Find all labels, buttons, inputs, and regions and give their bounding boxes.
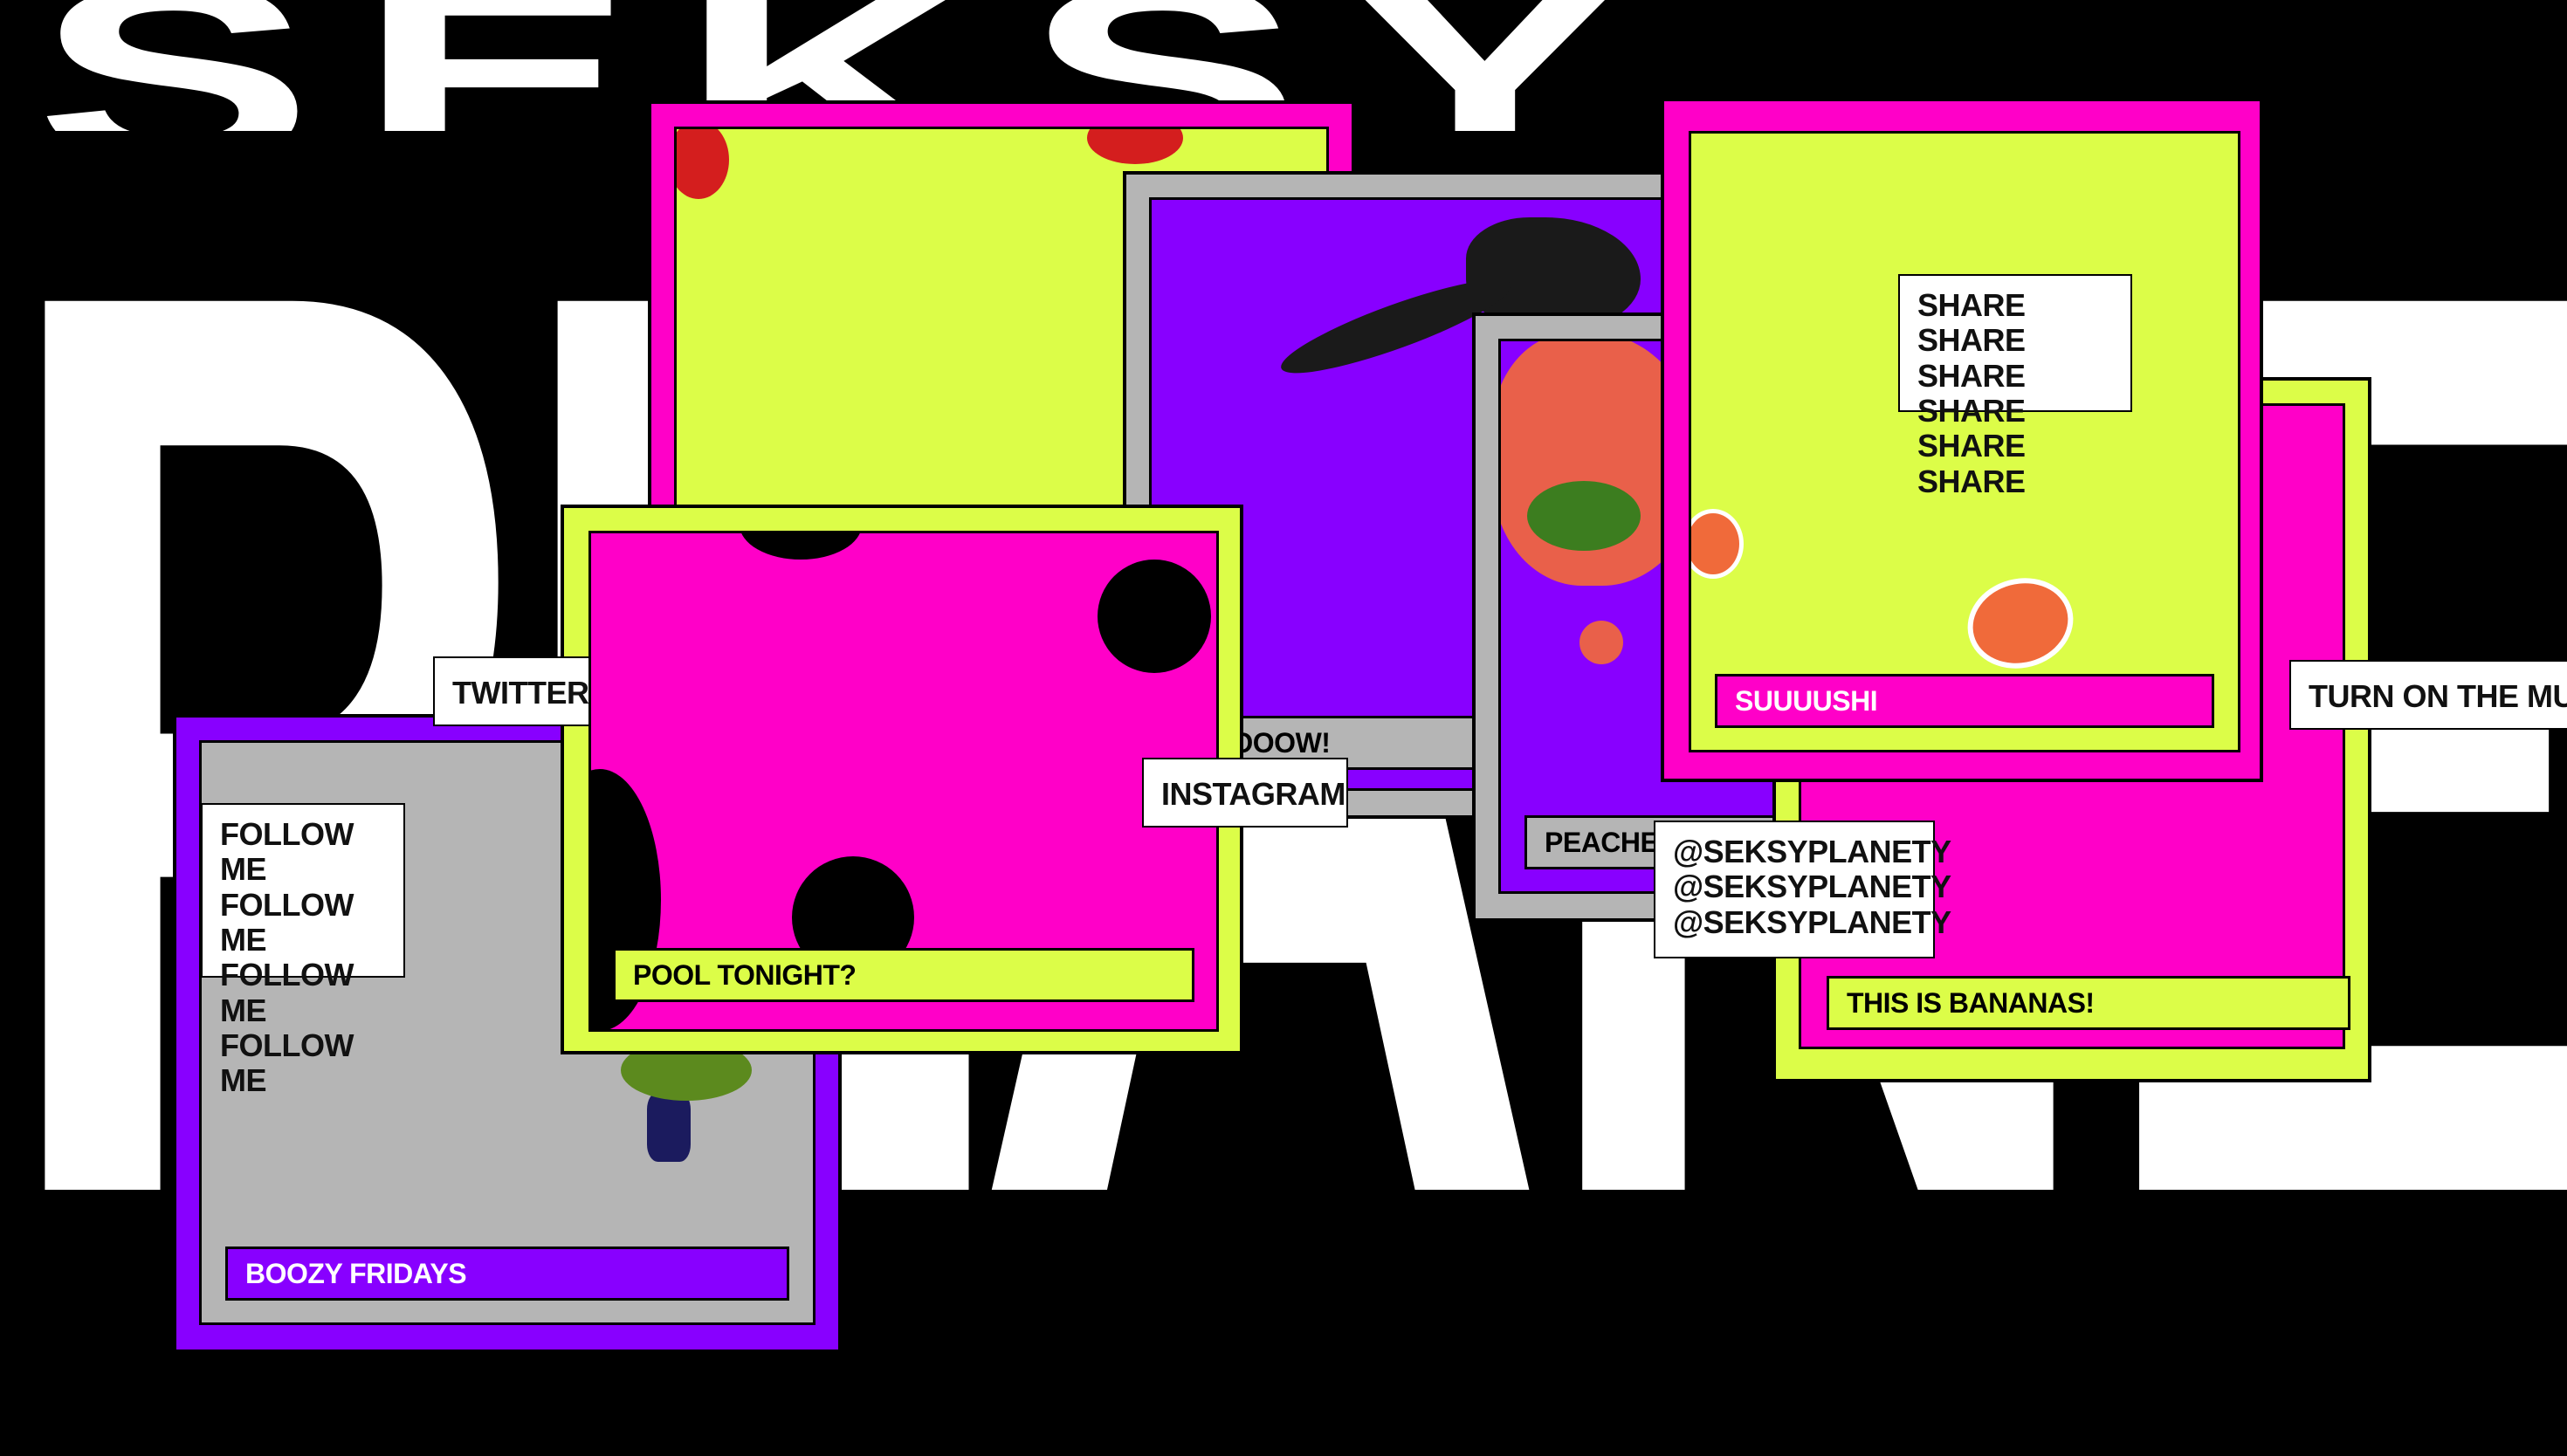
share-line: SHARE SHARE (1917, 287, 2026, 359)
peach-small-image (1579, 621, 1623, 664)
pepper-image (677, 129, 729, 199)
bananas-caption-bar: THIS IS BANANAS! (1827, 976, 2350, 1030)
share-line: SHARE SHARE (1917, 428, 2026, 499)
twitter-link[interactable]: TWITTER (433, 656, 590, 726)
sushi-caption-bar: SUUUUSHI (1715, 674, 2214, 728)
window-sushi[interactable]: SUUUUSHI (1661, 98, 2263, 782)
bananas-caption: THIS IS BANANAS! (1847, 987, 2095, 1019)
boozy-caption: BOOZY FRIDAYS (245, 1258, 467, 1289)
twitter-label: TWITTER (452, 675, 589, 711)
sushi-caption: SUUUUSHI (1735, 685, 1878, 717)
music-label: TURN ON THE MUSIC (2309, 678, 2567, 714)
pool-caption-bar: POOL TONIGHT? (613, 948, 1194, 1002)
handle-line: @SEKSYPLANETY (1673, 869, 1951, 905)
follow-line: FOLLOW ME (220, 886, 354, 958)
pool-ball-image (1098, 560, 1211, 673)
instagram-link[interactable]: INSTAGRAM (1142, 758, 1348, 828)
sushi-image (1691, 509, 1744, 579)
follow-me-sticker: FOLLOW ME FOLLOW ME FOLLOW ME FOLLOW ME (201, 803, 405, 1098)
handle-sticker[interactable]: @SEKSYPLANETY @SEKSYPLANETY @SEKSYPLANET… (1654, 821, 1951, 958)
follow-line: FOLLOW ME (220, 1027, 354, 1099)
instagram-label: INSTAGRAM (1161, 776, 1345, 812)
cat-image (1466, 217, 1641, 331)
handle-line: @SEKSYPLANETY (1673, 834, 1951, 869)
peach-leaf-image (1527, 481, 1641, 551)
pool-ball-image (740, 533, 862, 560)
follow-line: FOLLOW ME (220, 957, 354, 1028)
handle-line: @SEKSYPLANETY (1673, 903, 1951, 940)
boozy-caption-bar: BOOZY FRIDAYS (225, 1247, 789, 1301)
pepper-image (1087, 129, 1183, 164)
pool-caption: POOL TONIGHT? (633, 959, 857, 991)
follow-line: FOLLOW ME (220, 816, 354, 888)
window-pool[interactable]: POOL TONIGHT? (561, 505, 1243, 1054)
share-sticker[interactable]: SHARE SHARE SHARE SHARE SHARE SHARE (1898, 274, 2132, 498)
bottle-image (647, 1092, 691, 1162)
music-toggle-link[interactable]: TURN ON THE MUSIC (2289, 660, 2567, 730)
share-line: SHARE SHARE (1917, 357, 2026, 429)
sushi-image (1957, 566, 2084, 681)
